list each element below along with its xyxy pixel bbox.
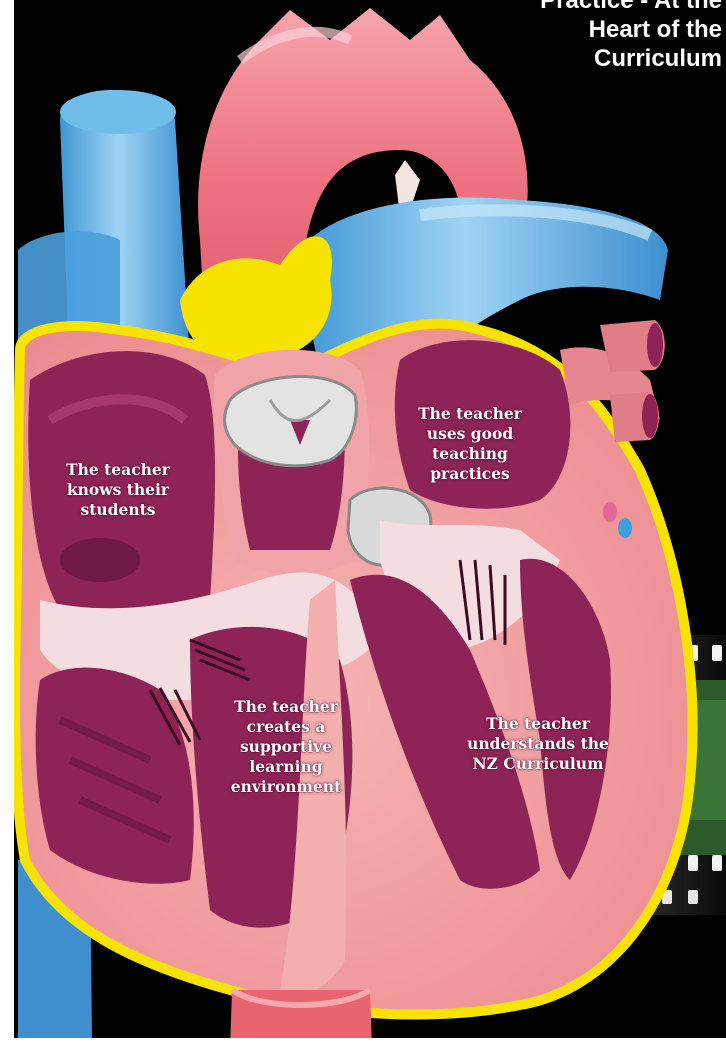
label-line: environment: [222, 777, 350, 797]
label-line: students: [58, 500, 178, 520]
label-line: practices: [410, 464, 530, 484]
label-line: The teacher: [458, 714, 618, 734]
label-line: creates a: [222, 717, 350, 737]
label-understands-curriculum: The teacher understands the NZ Curriculu…: [458, 714, 618, 774]
label-line: learning: [222, 757, 350, 777]
aortic-valve: [225, 376, 357, 465]
page-left-margin: [0, 0, 14, 1049]
label-line: The teacher: [58, 460, 178, 480]
label-good-practices: The teacher uses good teaching practices: [410, 404, 530, 484]
title-line: Curriculum: [422, 44, 722, 73]
label-line: The teacher: [222, 697, 350, 717]
poster-title: Practice - At the Heart of the Curriculu…: [422, 0, 722, 73]
title-line: Practice - At the: [422, 0, 722, 15]
label-line: NZ Curriculum: [458, 754, 618, 774]
label-line: teaching: [410, 444, 530, 464]
label-line: The teacher: [410, 404, 530, 424]
label-supportive-environment: The teacher creates a supportive learnin…: [222, 697, 350, 797]
label-line: uses good: [410, 424, 530, 444]
title-line: Heart of the: [422, 15, 722, 44]
label-line: knows their: [58, 480, 178, 500]
label-knows-students: The teacher knows their students: [58, 460, 178, 520]
page-bottom-margin: [0, 1038, 726, 1049]
label-line: understands the: [458, 734, 618, 754]
label-line: supportive: [222, 737, 350, 757]
